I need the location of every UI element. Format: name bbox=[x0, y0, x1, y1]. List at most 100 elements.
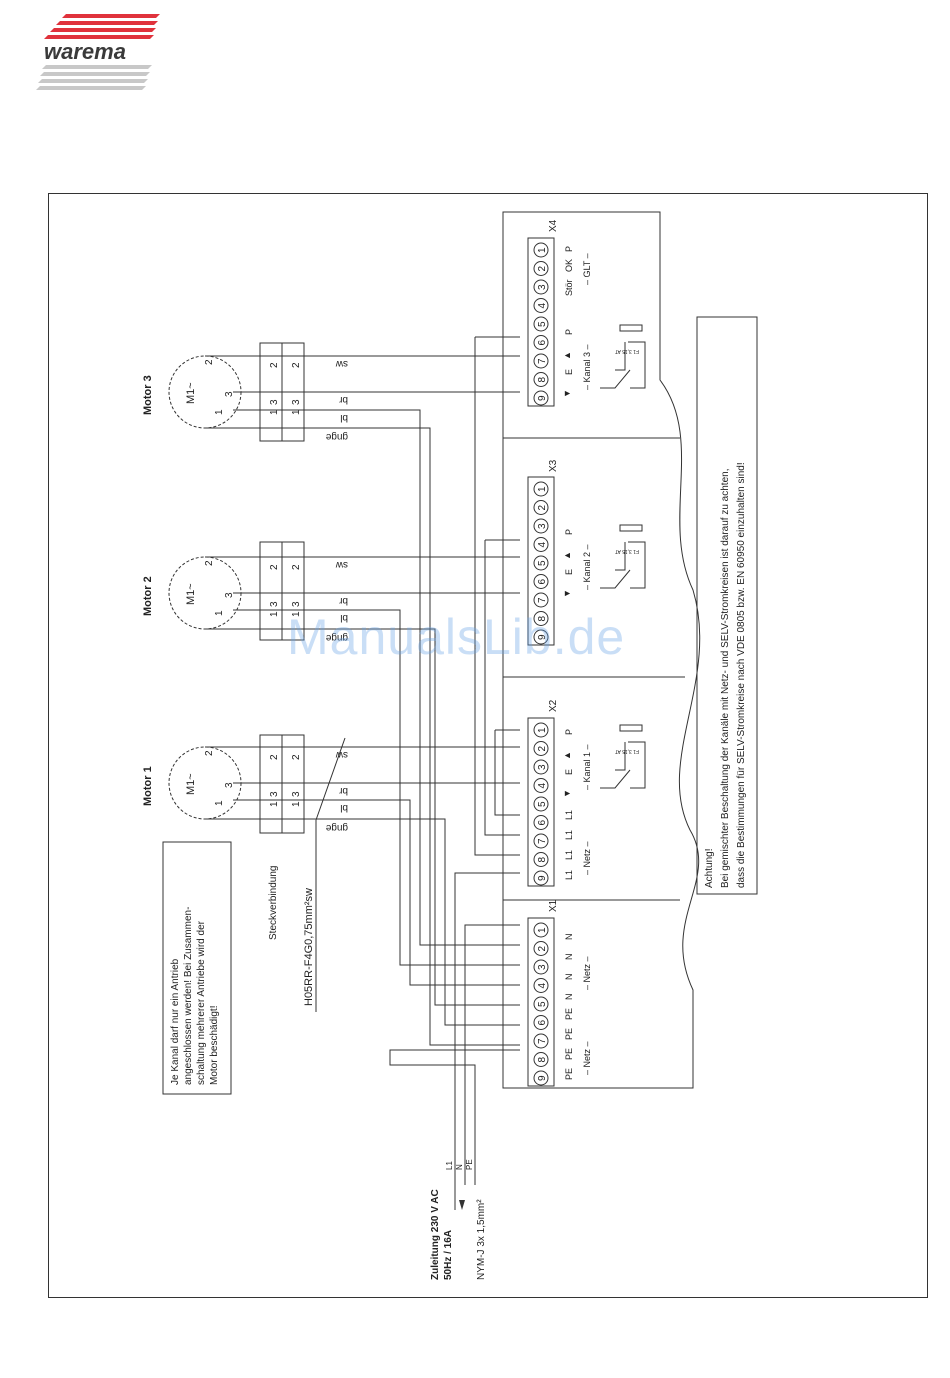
terminal-circle bbox=[533, 574, 549, 589]
svg-text:1: 1 bbox=[269, 409, 280, 415]
svg-text:– Kanal 1 –: – Kanal 1 – bbox=[582, 744, 592, 790]
svg-text:PE: PE bbox=[564, 1048, 574, 1060]
motor-1: M1~ Motor 1 2 3 1 bbox=[142, 746, 242, 820]
terminal-number: 6 bbox=[537, 1020, 548, 1026]
terminal-circle bbox=[533, 959, 549, 975]
svg-text:M1~: M1~ bbox=[185, 773, 197, 795]
terminal-number: 8 bbox=[537, 616, 548, 622]
warning-box: Achtung! Bei gemischter Beschaltung der … bbox=[696, 316, 758, 895]
svg-text:Motor 3: Motor 3 bbox=[142, 375, 154, 415]
terminal-circle bbox=[533, 941, 549, 956]
svg-text:▲: ▲ bbox=[562, 751, 572, 760]
svg-text:X1: X1 bbox=[548, 899, 559, 912]
terminal-number: 3 bbox=[537, 523, 548, 529]
terminal-number: 1 bbox=[537, 486, 548, 492]
terminal-circle bbox=[533, 390, 549, 406]
fuse-label: F1 3,15 AT bbox=[615, 548, 639, 554]
svg-text:PE: PE bbox=[564, 1028, 574, 1040]
svg-text:– Netz –: – Netz – bbox=[582, 1041, 592, 1075]
svg-text:3: 3 bbox=[291, 399, 302, 405]
terminal-number: 6 bbox=[537, 579, 548, 585]
svg-text:L1: L1 bbox=[564, 850, 574, 860]
svg-text:PE: PE bbox=[564, 1008, 574, 1020]
svg-text:gnge: gnge bbox=[325, 822, 348, 833]
terminal-circle bbox=[533, 1070, 549, 1086]
terminal-number: 4 bbox=[537, 783, 548, 789]
svg-text:N: N bbox=[564, 994, 574, 1001]
fuse-label: F1 3,15 AT bbox=[615, 748, 639, 754]
svg-text:Bei gemischter Beschaltung der: Bei gemischter Beschaltung der Kanäle mi… bbox=[720, 469, 731, 888]
svg-text:L1: L1 bbox=[564, 830, 574, 840]
svg-text:Zuleitung 230 V AC: Zuleitung 230 V AC bbox=[430, 1189, 441, 1280]
terminal-block-x2 bbox=[527, 717, 555, 887]
svg-text:– Netz –: – Netz – bbox=[582, 841, 592, 875]
svg-text:N: N bbox=[564, 974, 574, 981]
svg-text:E: E bbox=[564, 569, 574, 575]
svg-text:3: 3 bbox=[224, 391, 235, 397]
svg-text:50Hz / 16A: 50Hz / 16A bbox=[443, 1230, 454, 1280]
svg-text:1: 1 bbox=[214, 409, 225, 415]
terminal-number: 4 bbox=[537, 542, 548, 548]
terminal-number: 1 bbox=[537, 247, 548, 253]
terminal-circle bbox=[533, 778, 549, 793]
terminal-circle bbox=[533, 922, 549, 938]
svg-text:bl: bl bbox=[340, 802, 348, 813]
terminal-number: 4 bbox=[537, 303, 548, 309]
svg-text:1: 1 bbox=[291, 801, 302, 807]
terminal-circle bbox=[533, 629, 549, 645]
fuse-label: F1 3,15 AT bbox=[615, 348, 639, 354]
svg-text:3: 3 bbox=[269, 399, 280, 405]
terminal-block-x1 bbox=[527, 917, 555, 1087]
terminal-number: 9 bbox=[537, 634, 548, 640]
svg-text:▼: ▼ bbox=[562, 789, 572, 798]
diagram-frame bbox=[48, 193, 928, 1298]
svg-text:bl: bl bbox=[340, 412, 348, 423]
svg-text:1: 1 bbox=[214, 610, 225, 616]
terminal-circle bbox=[533, 298, 549, 313]
terminal-number: 7 bbox=[537, 358, 548, 364]
svg-text:M1~: M1~ bbox=[185, 382, 197, 404]
svg-text:3: 3 bbox=[291, 791, 302, 797]
terminal-number: 1 bbox=[537, 727, 548, 733]
svg-text:N: N bbox=[564, 954, 574, 961]
terminal-circle bbox=[533, 316, 549, 332]
logo-red-stripes bbox=[44, 14, 160, 39]
motor-2: M1~ Motor 2 2 3 1 bbox=[142, 556, 242, 630]
svg-text:3: 3 bbox=[224, 592, 235, 598]
terminal-number: 1 bbox=[537, 927, 548, 933]
svg-text:1: 1 bbox=[269, 801, 280, 807]
terminal-circle bbox=[533, 1052, 549, 1067]
svg-text:N: N bbox=[564, 934, 574, 941]
terminal-number: 8 bbox=[537, 1057, 548, 1063]
terminal-number: 3 bbox=[537, 764, 548, 770]
terminal-circle bbox=[533, 833, 549, 849]
relay-1: F1 3,15 AT bbox=[600, 724, 646, 789]
svg-text:1: 1 bbox=[214, 800, 225, 806]
svg-text:▲: ▲ bbox=[562, 551, 572, 560]
control-unit-outline bbox=[502, 211, 701, 1089]
svg-text:– GLT –: – GLT – bbox=[582, 253, 592, 285]
svg-text:P: P bbox=[564, 329, 574, 335]
terminal-circle bbox=[533, 592, 549, 608]
svg-text:2: 2 bbox=[269, 754, 280, 760]
svg-text:L1: L1 bbox=[564, 810, 574, 820]
plug-connector-1 bbox=[259, 734, 305, 834]
svg-text:E: E bbox=[564, 369, 574, 375]
svg-text:angeschlossen werden! Bei Zusa: angeschlossen werden! Bei Zusammen- bbox=[183, 907, 194, 1085]
svg-text:sw: sw bbox=[335, 749, 348, 760]
terminal-number: 5 bbox=[537, 321, 548, 327]
svg-text:1: 1 bbox=[269, 611, 280, 617]
svg-text:Je Kanal darf nur ein Antrieb: Je Kanal darf nur ein Antrieb bbox=[170, 958, 181, 1085]
terminal-block-x4 bbox=[527, 237, 555, 407]
svg-text:gnge: gnge bbox=[325, 632, 348, 643]
svg-text:X4: X4 bbox=[548, 219, 559, 232]
terminal-circle bbox=[533, 279, 549, 295]
svg-text:▼: ▼ bbox=[562, 589, 572, 598]
terminal-number: 5 bbox=[537, 801, 548, 807]
svg-text:Motor 2: Motor 2 bbox=[142, 576, 154, 616]
svg-text:N: N bbox=[455, 1164, 464, 1170]
supply-labels: Zuleitung 230 V AC 50Hz / 16A NYM-J 3x 1… bbox=[430, 1159, 487, 1280]
svg-text:bl: bl bbox=[340, 612, 348, 623]
terminal-number: 9 bbox=[537, 395, 548, 401]
